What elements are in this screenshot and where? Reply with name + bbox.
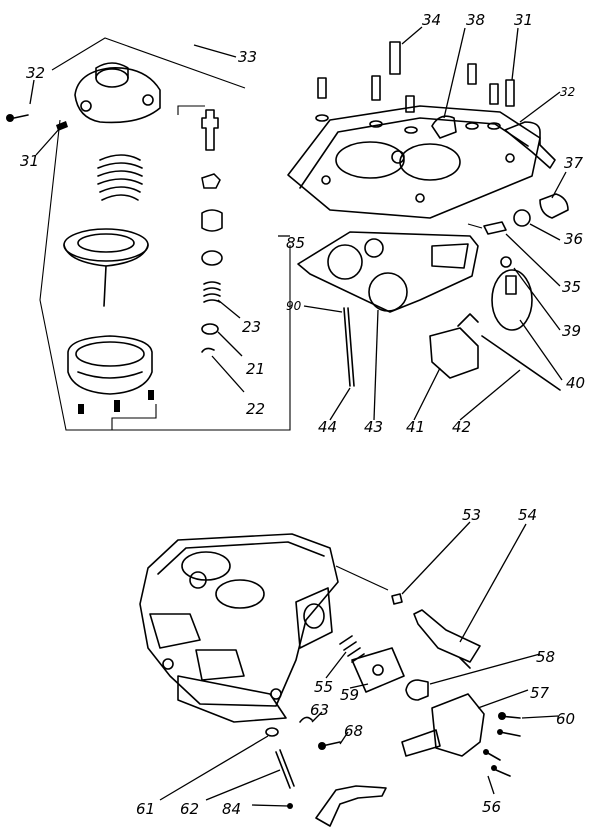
callout-31-left: 31 xyxy=(20,152,39,170)
callout-40: 40 xyxy=(566,374,585,392)
callout-22: 22 xyxy=(246,400,265,418)
callout-34: 34 xyxy=(422,11,441,29)
callout-35: 35 xyxy=(562,278,581,296)
callout-59: 59 xyxy=(340,686,359,704)
callout-56: 56 xyxy=(482,798,501,816)
callout-23: 23 xyxy=(242,318,261,336)
pump-small-parts xyxy=(177,105,223,353)
callout-60: 60 xyxy=(556,710,575,728)
callout-41: 41 xyxy=(406,418,425,436)
carburetor-body xyxy=(139,533,339,723)
choke-cover-assembly xyxy=(6,37,291,431)
callout-labels: 33 32 31 34 38 31 32 37 36 35 39 40 85 9… xyxy=(20,11,585,818)
callout-37: 37 xyxy=(564,154,584,172)
carburetor-cover xyxy=(287,41,569,391)
callout-63: 63 xyxy=(310,701,329,719)
pump-and-linkage xyxy=(265,565,521,827)
callout-33: 33 xyxy=(238,48,257,66)
callout-38: 38 xyxy=(466,11,485,29)
callout-61: 61 xyxy=(136,800,155,818)
leader-lines xyxy=(29,26,567,807)
callout-31-right: 31 xyxy=(514,11,533,29)
callout-42: 42 xyxy=(452,418,471,436)
callout-58: 58 xyxy=(536,648,555,666)
callout-44: 44 xyxy=(318,418,337,436)
callout-32-left: 32 xyxy=(26,64,45,82)
callout-21: 21 xyxy=(246,360,265,378)
callout-85: 85 xyxy=(286,234,305,252)
callout-32-right: 32 xyxy=(560,85,575,99)
callout-90: 90 xyxy=(286,299,302,313)
callout-57: 57 xyxy=(530,684,550,702)
callout-36: 36 xyxy=(564,230,583,248)
callout-39: 39 xyxy=(562,322,581,340)
callout-68: 68 xyxy=(344,722,363,740)
callout-43: 43 xyxy=(364,418,383,436)
callout-54: 54 xyxy=(518,506,537,524)
callout-53: 53 xyxy=(462,506,481,524)
callout-62: 62 xyxy=(180,800,199,818)
callout-55: 55 xyxy=(314,678,333,696)
callout-84: 84 xyxy=(222,800,241,818)
